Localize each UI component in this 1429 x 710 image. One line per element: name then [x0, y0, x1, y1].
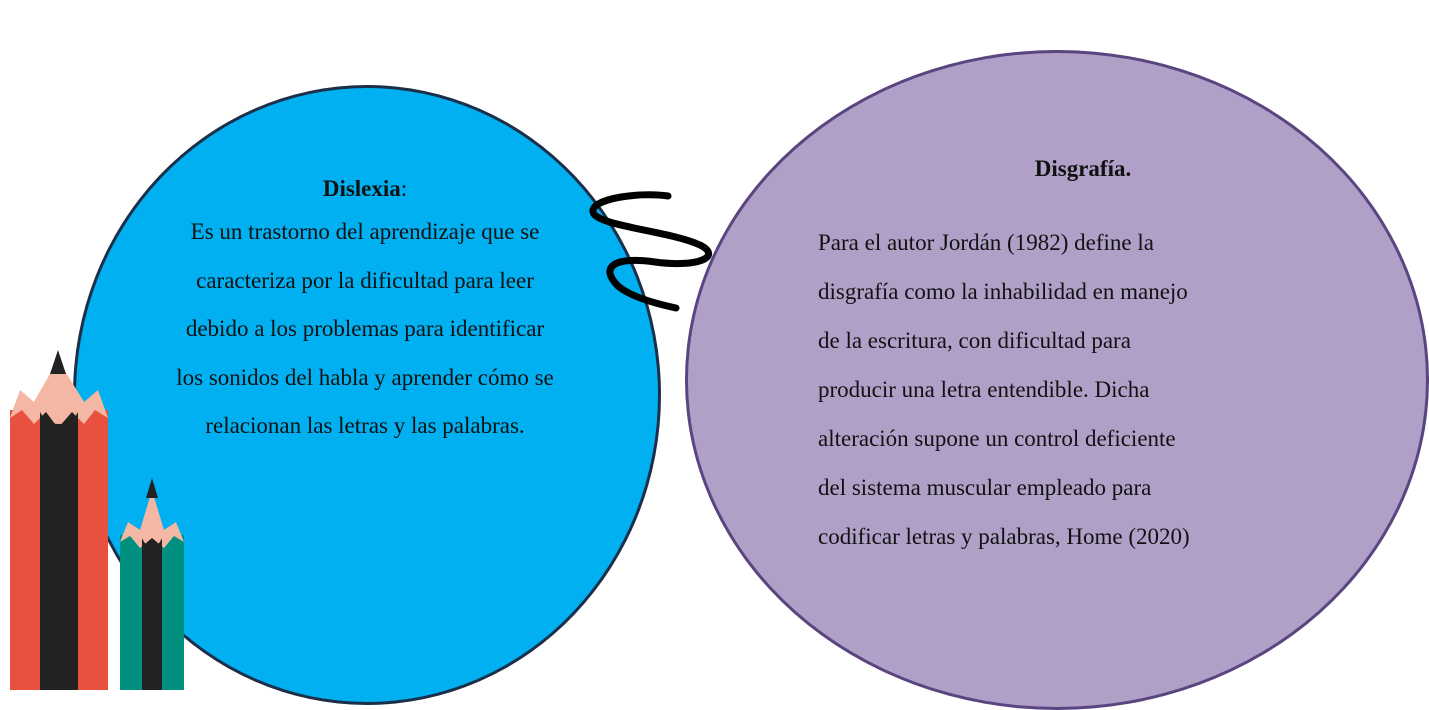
green-pencil-icon — [120, 478, 184, 690]
disgrafia-title: Disgrafía. — [1034, 156, 1132, 181]
red-pencil-icon — [10, 350, 108, 690]
dislexia-definition: Es un trastorno del aprendizaje que se c… — [176, 219, 554, 438]
disgrafia-text-block: Disgrafía. Para el autor Jordán (1982) d… — [818, 150, 1308, 561]
dislexia-title-colon: : — [400, 176, 408, 201]
decoration-layer — [10, 191, 712, 690]
squiggle-connector-icon — [589, 191, 712, 312]
dislexia-text-block: Dislexia: Es un trastorno del aprendizaj… — [170, 170, 560, 451]
disgrafia-circle — [685, 50, 1429, 710]
dislexia-heading: Dislexia: — [170, 170, 560, 208]
disgrafia-definition: Para el autor Jordán (1982) define la di… — [818, 230, 1190, 549]
dislexia-title: Dislexia — [322, 176, 401, 201]
